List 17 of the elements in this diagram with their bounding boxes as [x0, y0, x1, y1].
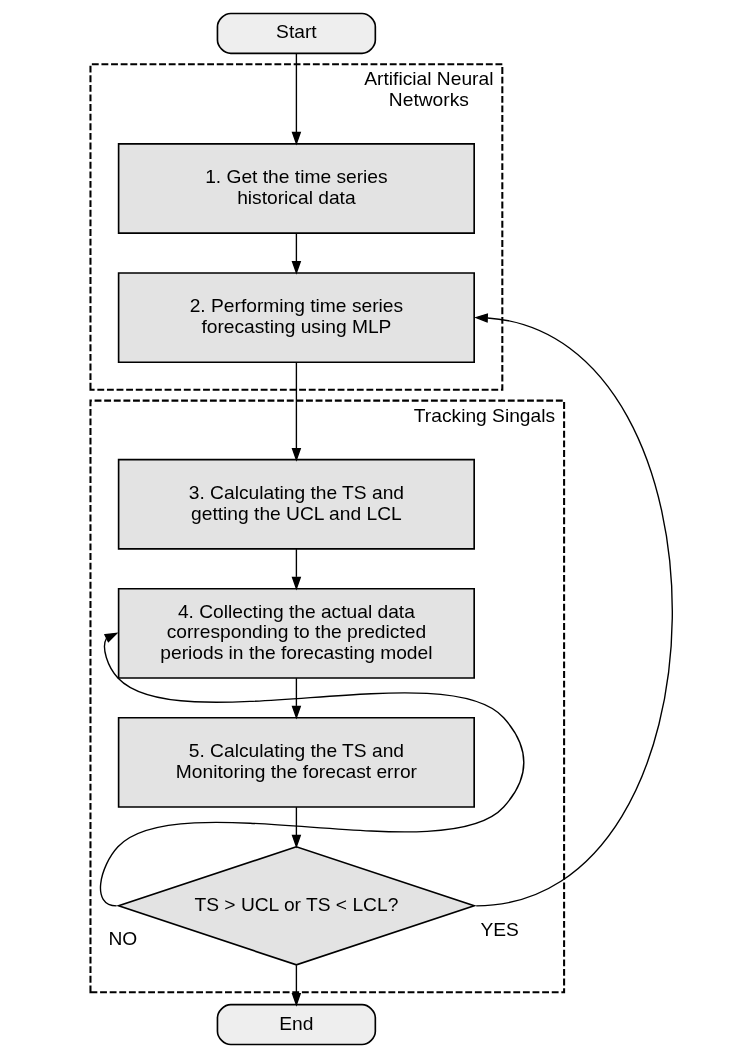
- node-box: 3. Calculating the TS and getting the UCL and LCL: [117, 458, 475, 550]
- arrow: [291, 806, 301, 849]
- node-box: 1. Get the time series historical data: [117, 143, 475, 234]
- arrow: [291, 677, 301, 720]
- arrow: [291, 361, 301, 462]
- node-box: 2. Performing time series forecasting using MLP: [117, 272, 475, 364]
- arrow: [291, 548, 301, 591]
- arrow: [99, 632, 524, 907]
- node-box: End: [216, 1003, 376, 1046]
- arrow: [291, 52, 301, 146]
- node-box: Start: [216, 12, 376, 55]
- edge-label: YES: [479, 919, 519, 941]
- arrow: [473, 313, 673, 907]
- arrow: [291, 232, 301, 275]
- node-box: 4. Collecting the actual data corresponding to the predicted periods in the forecasting model: [117, 587, 475, 679]
- arrow: [291, 964, 301, 1007]
- node-box: 5. Calculating the TS and Monitoring the forecast error: [117, 716, 475, 808]
